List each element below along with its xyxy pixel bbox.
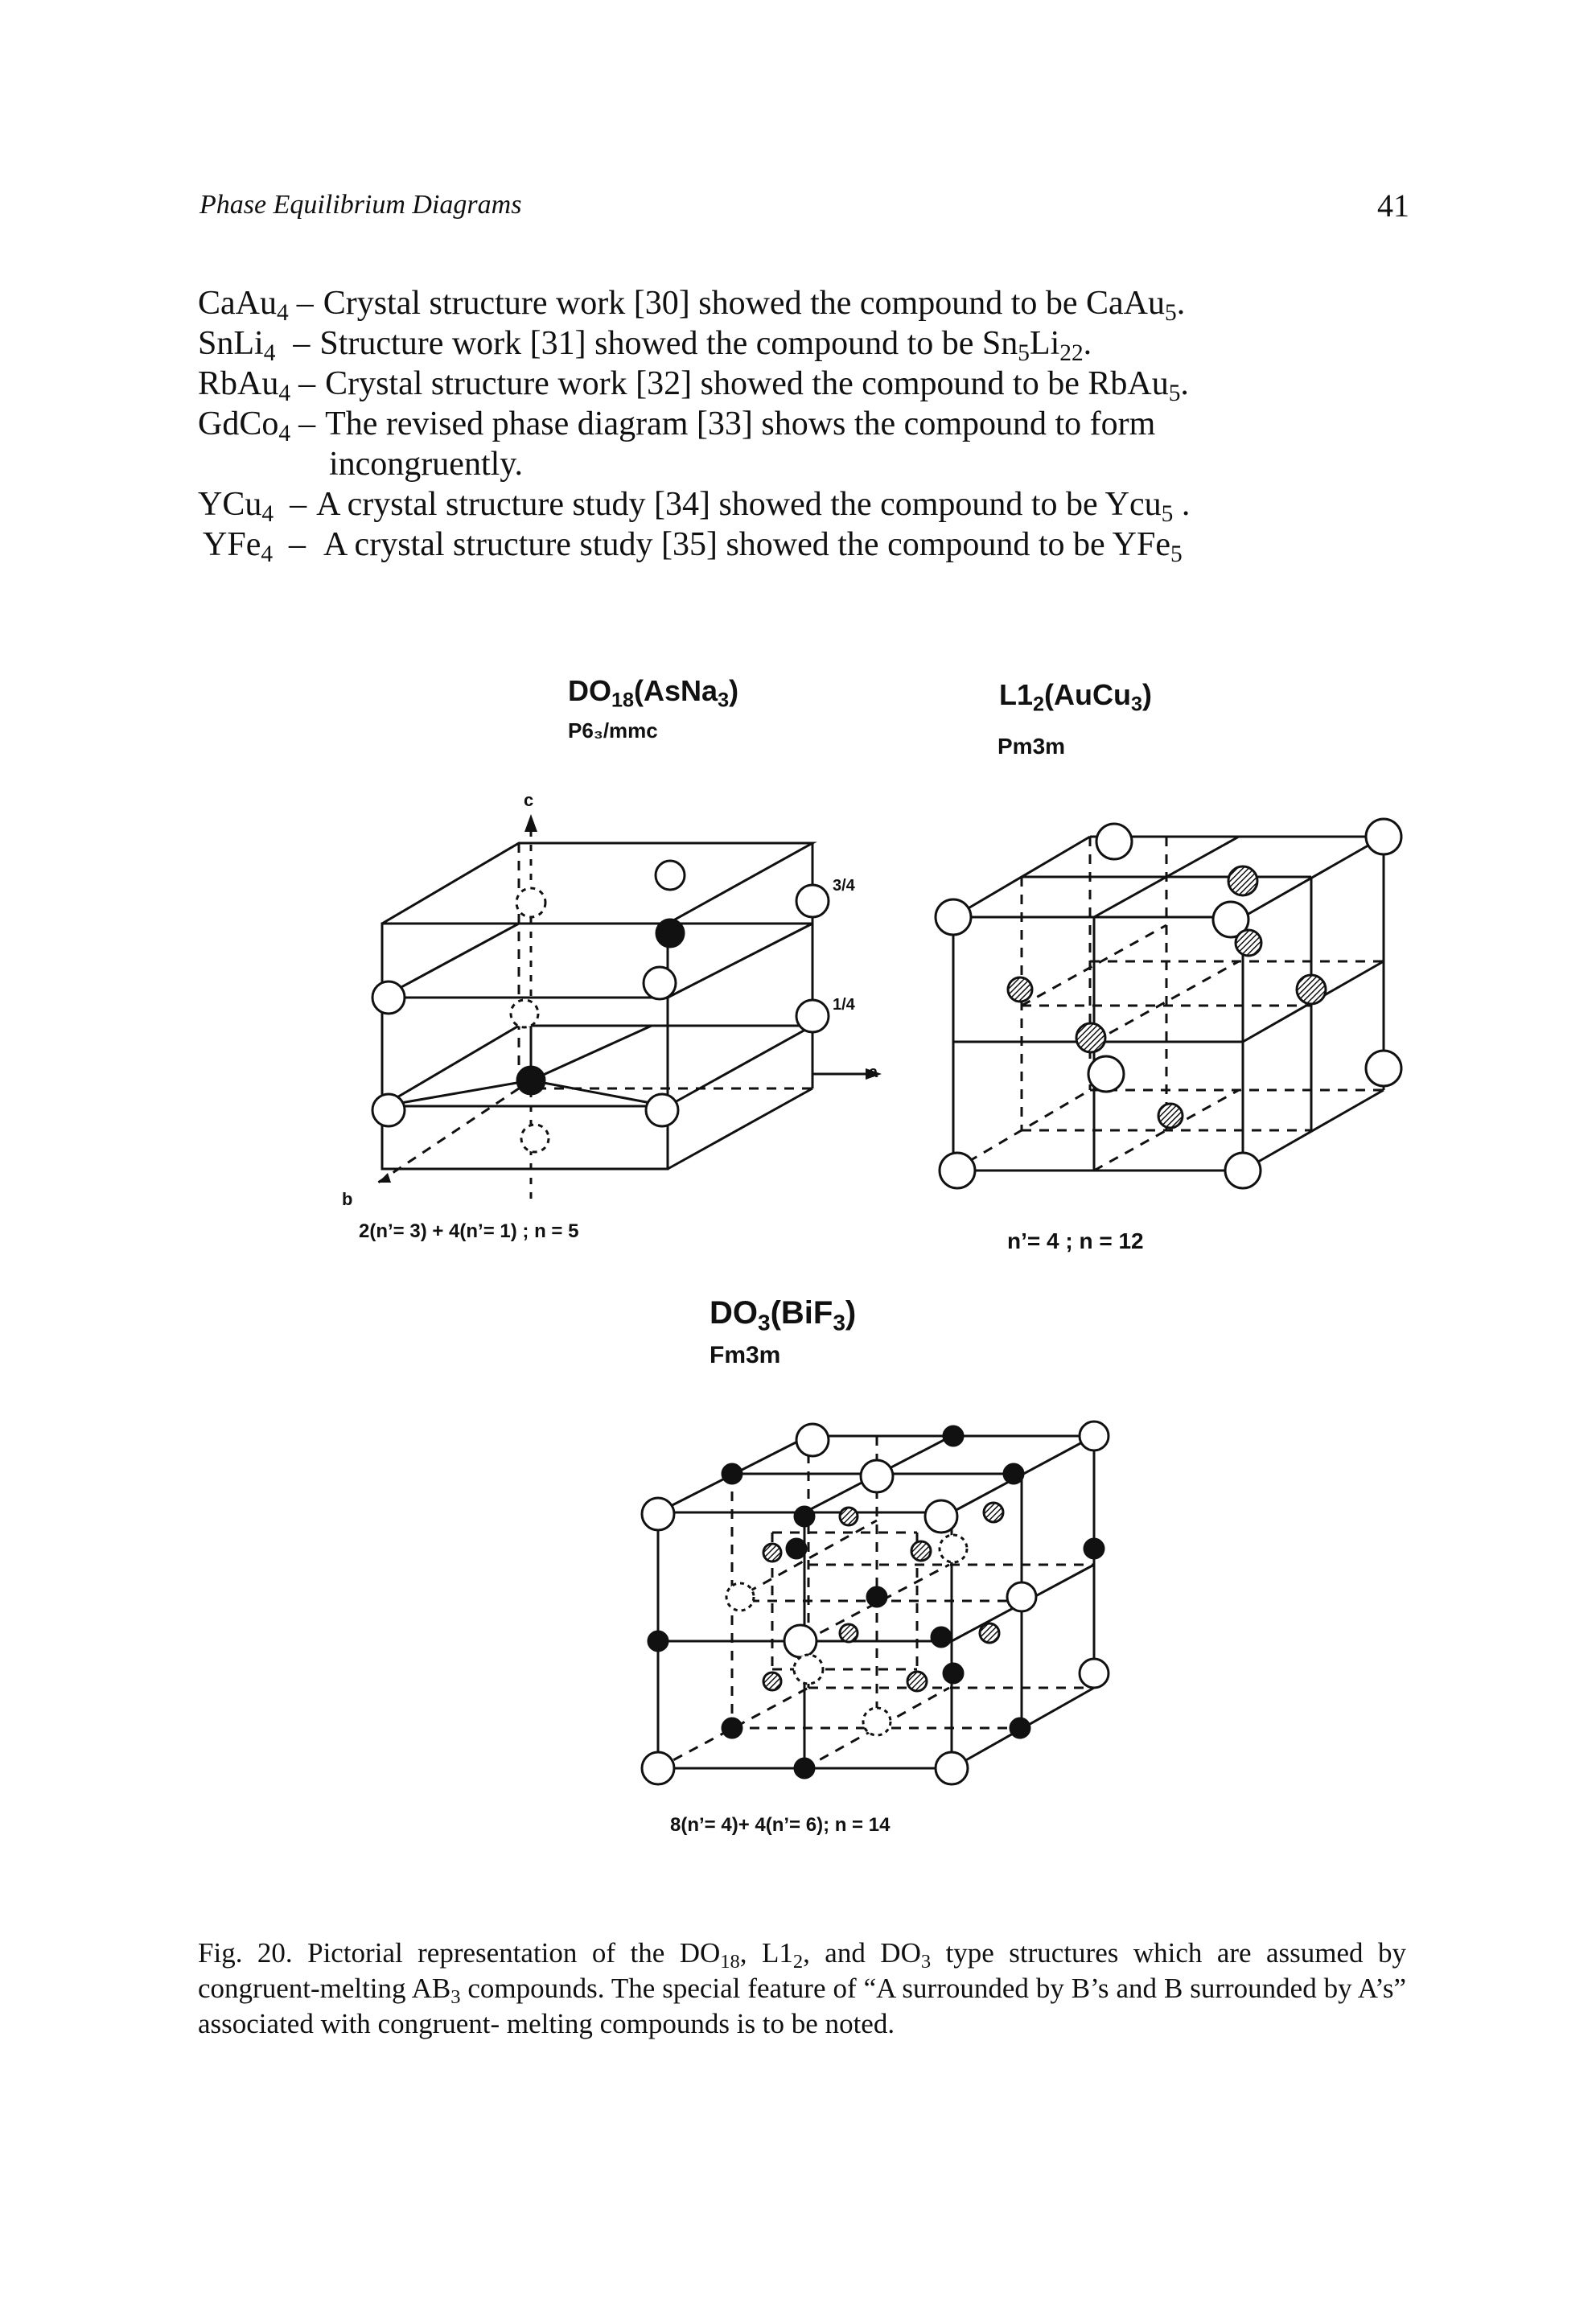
dash: – xyxy=(290,486,307,523)
compound-note: A crystal structure study [35] showed th… xyxy=(323,526,1183,568)
dash: – xyxy=(298,365,316,402)
entry-caau4: CaAu4 – Crystal structure work [30] show… xyxy=(198,283,1405,327)
compound-name: RbAu4 xyxy=(198,365,291,407)
compound-name: SnLi4 xyxy=(198,325,276,367)
do3-space-group: Fm3m xyxy=(710,1342,781,1368)
do18-axis-b-label: b xyxy=(342,1189,353,1209)
page-number: 41 xyxy=(1377,187,1409,224)
entry-gdco4: GdCo4 – The revised phase diagram [33] s… xyxy=(198,404,1405,447)
entry-gdco4-continuation: incongruently. xyxy=(198,444,1405,484)
do18-title: DO18(AsNa3) xyxy=(568,674,739,712)
do18-space-group: P6₃/mmc xyxy=(568,718,658,743)
l12-title: L12(AuCu3) xyxy=(999,678,1153,716)
do18-structure xyxy=(371,814,882,1199)
do18-axis-a-label: a xyxy=(869,1064,878,1081)
dash: – xyxy=(298,405,316,442)
l12-formula: n’= 4 ; n = 12 xyxy=(1007,1228,1144,1253)
entry-ycu4: YCu4 – A crystal structure study [34] sh… xyxy=(198,484,1405,528)
running-head: Phase Equilibrium Diagrams xyxy=(200,190,522,220)
do18-formula: 2(n’= 3) + 4(n’= 1) ; n = 5 xyxy=(359,1220,579,1242)
entry-yfe4: YFe4 – A crystal structure study [35] sh… xyxy=(198,525,1405,568)
do3-title: DO3(BiF3) xyxy=(710,1295,857,1335)
compound-name: YFe4 xyxy=(203,526,274,568)
entry-rbau4: RbAu4 – Crystal structure work [32] show… xyxy=(198,364,1405,407)
dash: – xyxy=(296,285,314,322)
do18-level-bottom: 1/4 xyxy=(833,996,855,1014)
compound-list: CaAu4 – Crystal structure work [30] show… xyxy=(198,283,1405,568)
do18-level-top: 3/4 xyxy=(833,877,855,895)
compound-name: YCu4 xyxy=(198,486,274,528)
figure-caption: Fig. 20. Pictorial representation of the… xyxy=(198,1937,1406,2039)
compound-name: CaAu4 xyxy=(198,285,289,327)
l12-structure xyxy=(934,817,1403,1190)
compound-note: incongruently. xyxy=(329,446,524,483)
do18-axis-c-label: c xyxy=(524,790,534,810)
compound-note: A crystal structure study [34] showed th… xyxy=(316,486,1191,528)
compound-note: Crystal structure work [30] showed the c… xyxy=(323,285,1186,327)
compound-name: GdCo4 xyxy=(198,405,291,447)
do3-formula: 8(n’= 4)+ 4(n’= 6); n = 14 xyxy=(670,1814,891,1836)
dash: – xyxy=(293,325,311,362)
l12-space-group: Pm3m xyxy=(998,734,1066,759)
do3-structure xyxy=(640,1420,1110,1786)
compound-note: Structure work [31] showed the compound … xyxy=(319,325,1092,367)
dash: – xyxy=(289,526,306,563)
compound-note: Crystal structure work [32] showed the c… xyxy=(325,365,1189,407)
entry-snli4: SnLi4 – Structure work [31] showed the c… xyxy=(198,323,1405,367)
compound-note: The revised phase diagram [33] shows the… xyxy=(325,405,1156,442)
